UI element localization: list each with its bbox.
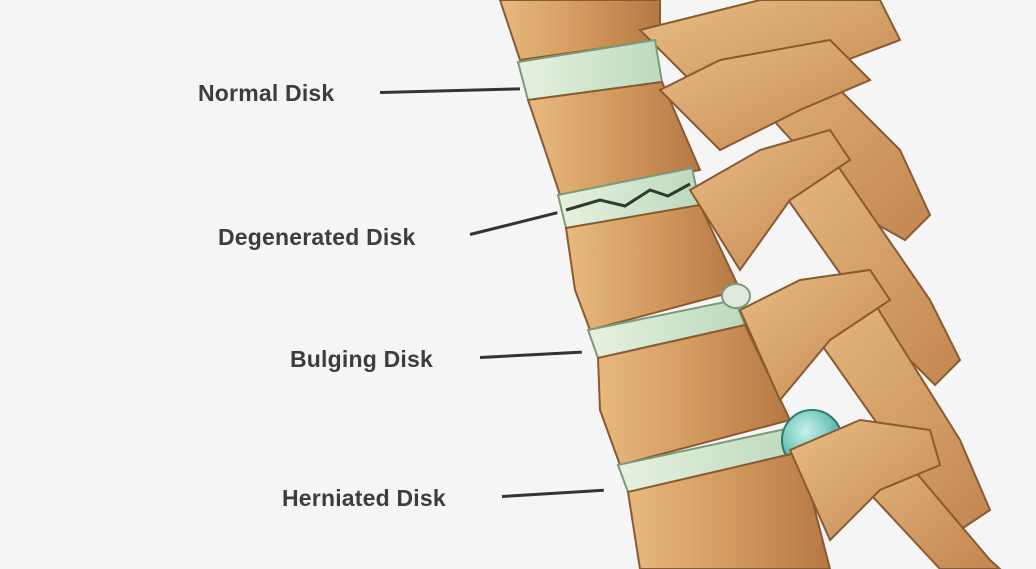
- label-normal-disk: Normal Disk: [198, 80, 334, 107]
- label-bulging-disk: Bulging Disk: [290, 346, 433, 373]
- label-herniated-disk: Herniated Disk: [282, 485, 446, 512]
- label-degenerated-disk: Degenerated Disk: [218, 224, 416, 251]
